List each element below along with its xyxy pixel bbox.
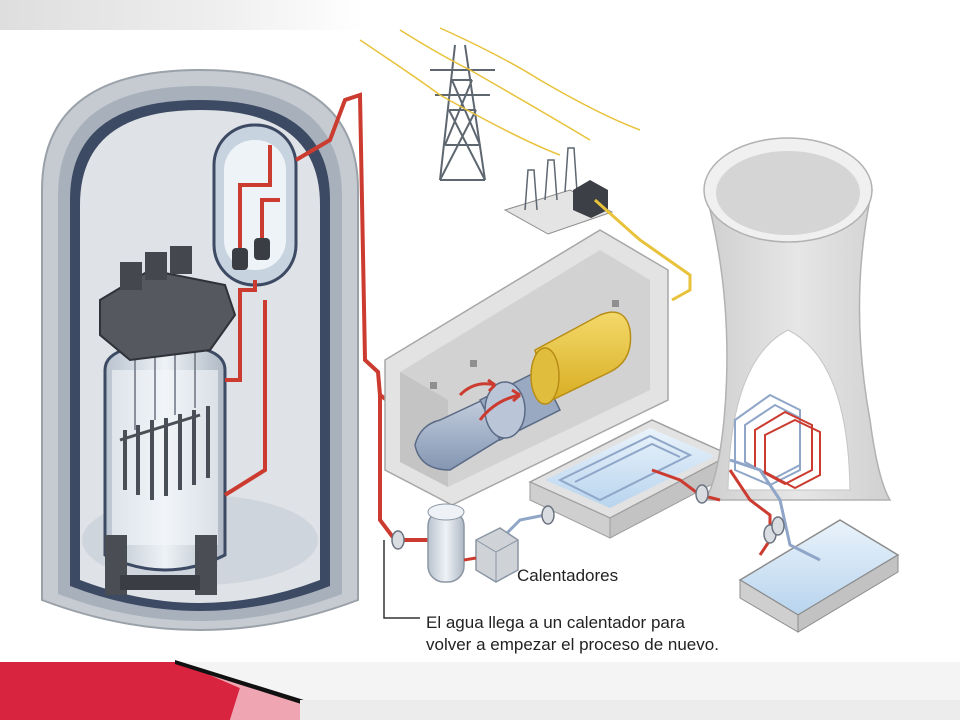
cold-water-pool [738, 519, 900, 633]
bottom-band [0, 660, 960, 720]
caption-leader-line [383, 540, 420, 619]
process-caption: El agua llega a un calentador para volve… [426, 612, 719, 656]
generator [530, 311, 632, 405]
steam-arrows [458, 378, 521, 421]
cooling-tower [703, 137, 892, 501]
steam-generator [212, 123, 298, 287]
power-line-to-grid [594, 198, 692, 302]
transformer-icon [503, 147, 614, 235]
caption-line-1: El agua llega a un calentador para [426, 613, 685, 632]
reactor-vessel [99, 246, 237, 595]
control-rods [119, 406, 210, 500]
pump-icon [391, 484, 785, 550]
heaters [427, 503, 519, 583]
caption-line-2: volver a empezar el proceso de nuevo. [426, 635, 719, 654]
heaters-label: Calentadores [517, 566, 619, 585]
power-pylon-icon [430, 44, 495, 181]
power-cables [359, 27, 641, 156]
top-fade [0, 0, 960, 30]
